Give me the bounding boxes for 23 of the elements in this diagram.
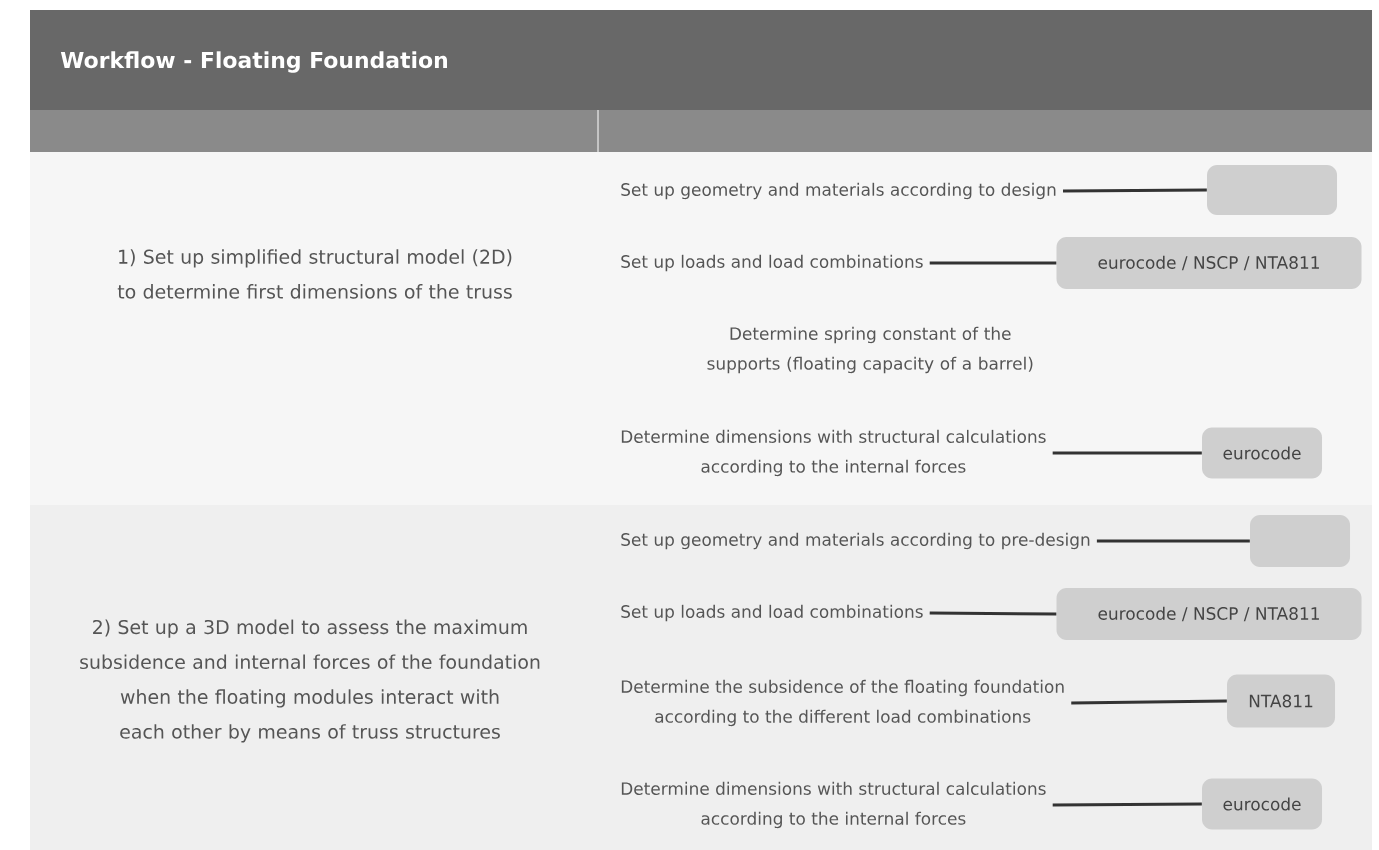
connector-line bbox=[1052, 451, 1202, 455]
tool-pill: eurocode / NSCP / NTA811 bbox=[1056, 237, 1362, 289]
step-text: Determine dimensions with structural calculations according to the internal forces bbox=[621, 429, 1046, 477]
empty-pill bbox=[1250, 515, 1350, 567]
step-text: Determine dimensions with structural calculations according to the internal forces bbox=[621, 781, 1046, 829]
connector-line bbox=[929, 261, 1057, 265]
tool-pill: eurocode bbox=[1202, 427, 1322, 479]
step-text: Set up loads and load combinations bbox=[621, 604, 923, 622]
empty-pill bbox=[1207, 165, 1337, 215]
connector-line bbox=[929, 611, 1057, 616]
connector-line bbox=[1063, 188, 1207, 193]
connector-line bbox=[1071, 699, 1227, 705]
header-bar: Workflow - Floating Foundation bbox=[30, 10, 1372, 110]
connector-line bbox=[1052, 802, 1202, 807]
connector-line bbox=[1096, 539, 1250, 543]
step-text: Set up geometry and materials according to pre-design bbox=[621, 532, 1090, 550]
step-text: Set up loads and load combinations bbox=[621, 254, 923, 272]
tool-pill: NTA811 bbox=[1227, 674, 1335, 728]
step-text: Determine spring constant of the supports (floating capacity of a barrel) bbox=[707, 326, 1033, 374]
tool-pill: eurocode / NSCP / NTA811 bbox=[1056, 588, 1362, 640]
step-text: Set up geometry and materials according to design bbox=[621, 182, 1056, 200]
step-text: Determine the subsidence of the floating foundation according to the different load combinations bbox=[621, 679, 1064, 727]
tool-pill: eurocode bbox=[1202, 778, 1322, 830]
